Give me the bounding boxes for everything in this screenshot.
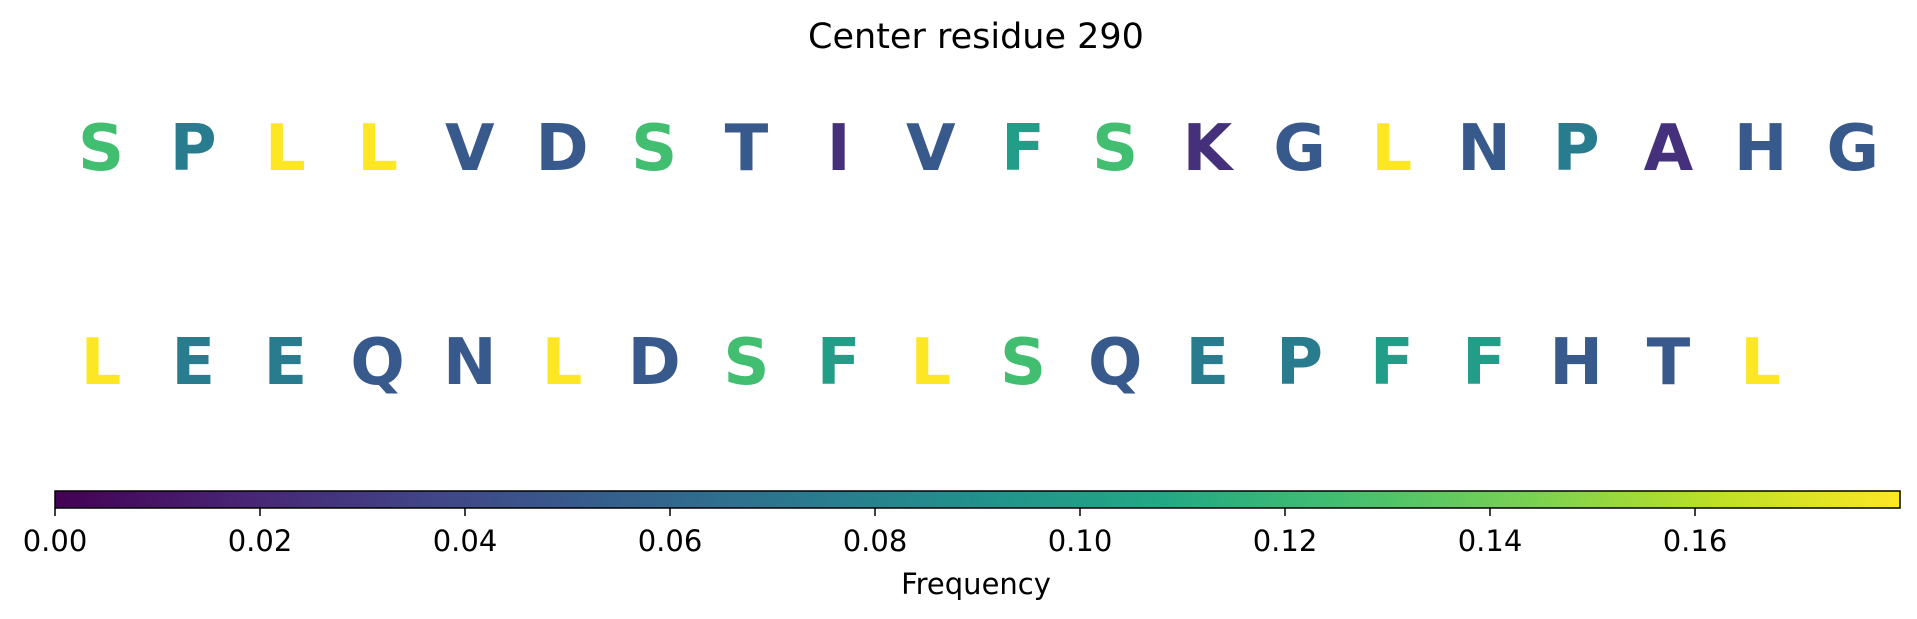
residue-letter: F [1370, 326, 1414, 400]
residue-letter: H [1734, 112, 1788, 186]
residue-letter: V [445, 112, 495, 186]
colorbar-tick-label: 0.04 [433, 524, 498, 558]
residue-letter: A [1644, 112, 1694, 186]
residue-letter: G [1273, 112, 1326, 186]
residue-letter: L [265, 112, 306, 186]
colorbar-tick-label: 0.16 [1663, 524, 1728, 558]
residue-letter: L [910, 326, 951, 400]
residue-letter: H [1549, 326, 1603, 400]
residue-letter: K [1183, 112, 1235, 186]
residue-letter: L [357, 112, 398, 186]
residue-letter: I [827, 112, 851, 186]
colorbar-tick-label: 0.10 [1048, 524, 1113, 558]
residue-letter: F [817, 326, 861, 400]
residue-letter: E [171, 326, 215, 400]
colorbar-gradient [54, 490, 1901, 509]
residue-letter: S [1092, 112, 1138, 186]
colorbar-tick-label: 0.08 [843, 524, 908, 558]
residue-letter: E [264, 326, 308, 400]
colorbar-tick-label: 0.12 [1253, 524, 1318, 558]
chart-title: Center residue 290 [808, 17, 1144, 57]
residue-letter: E [1186, 326, 1230, 400]
colorbar-tick-label: 0.02 [228, 524, 293, 558]
residue-letter: T [725, 112, 769, 186]
residue-letter: L [81, 326, 122, 400]
residue-letter: V [906, 112, 956, 186]
residue-letter: F [1001, 112, 1045, 186]
colorbar-tick-label: 0.14 [1458, 524, 1523, 558]
residue-letter: Q [350, 326, 404, 400]
residue-letter: F [1462, 326, 1506, 400]
residue-letter: L [1740, 326, 1781, 400]
colorbar-tick-label: 0.06 [638, 524, 703, 558]
residue-letter: P [1276, 326, 1323, 400]
residue-letter: L [1371, 112, 1412, 186]
residue-letter: P [170, 112, 217, 186]
residue-letter: Q [1088, 326, 1142, 400]
residue-letter: G [1827, 112, 1880, 186]
residue-letter: N [443, 326, 497, 400]
residue-letter: D [628, 326, 681, 400]
colorbar-tick-label: 0.00 [23, 524, 88, 558]
residue-letter: D [535, 112, 588, 186]
residue-letter: P [1553, 112, 1600, 186]
residue-letter: S [723, 326, 769, 400]
colorbar-ticks: 0.00 0.02 0.04 0.06 0.08 0.10 0.12 0.14 0.16 [23, 508, 1728, 558]
residue-letter: N [1457, 112, 1511, 186]
residue-letter: S [78, 112, 124, 186]
residue-letter: S [631, 112, 677, 186]
residue-letter: S [1000, 326, 1046, 400]
residue-letter: T [1647, 326, 1691, 400]
residue-letter: L [542, 326, 583, 400]
colorbar-label: Frequency [901, 567, 1051, 601]
colorbar: 0.00 0.02 0.04 0.06 0.08 0.10 0.12 0.14 0.16 Fre… [23, 490, 1901, 601]
